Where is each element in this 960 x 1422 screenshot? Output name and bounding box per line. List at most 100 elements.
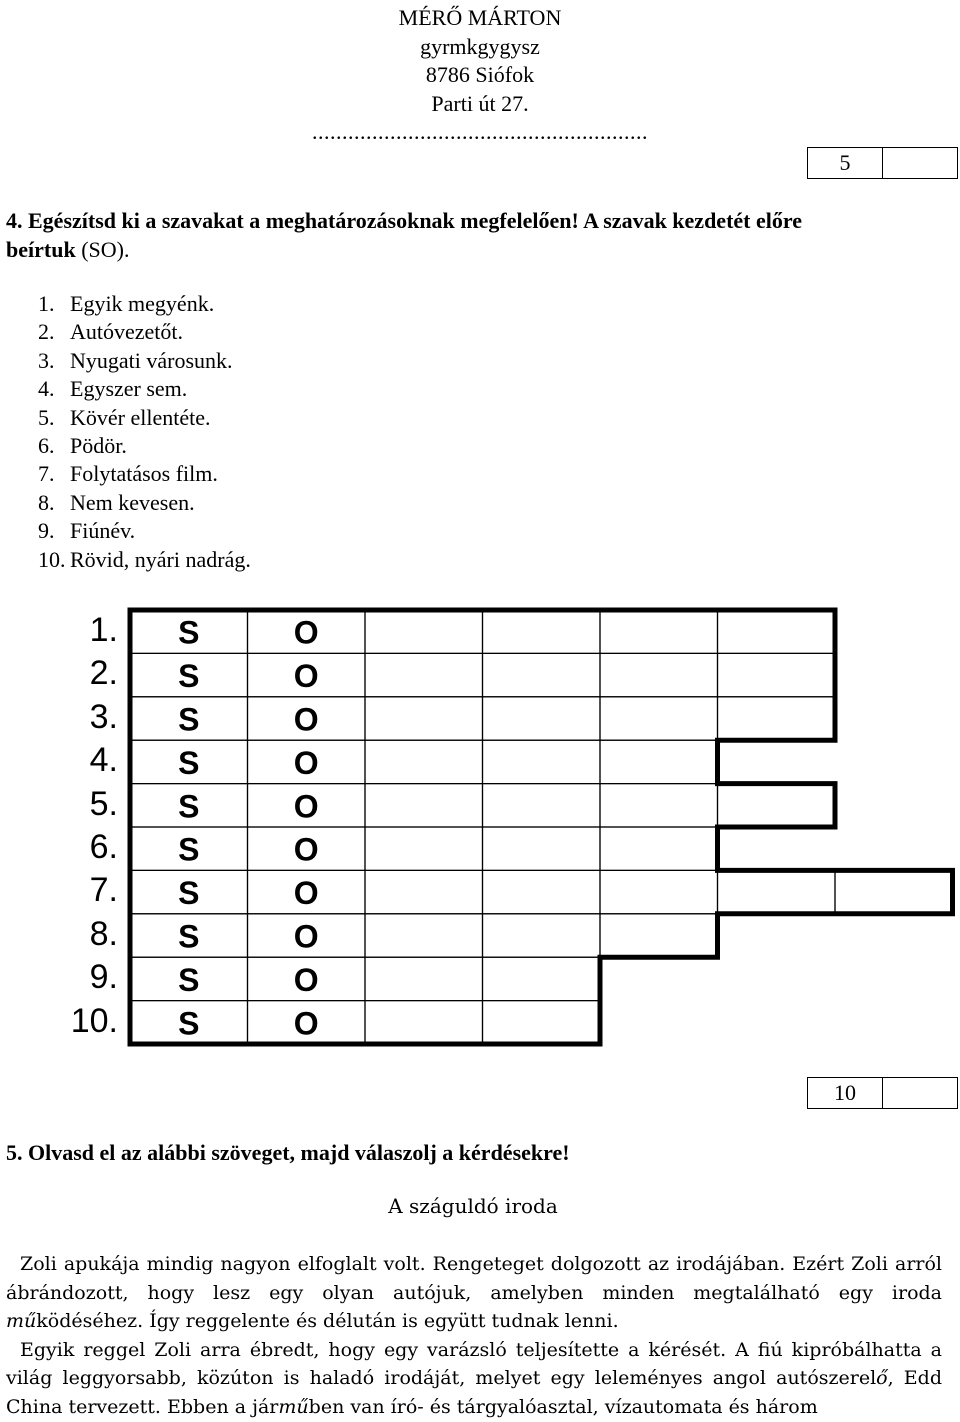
school-name: gyrmkgygysz [420,33,540,59]
street-line: Parti út 27. [431,90,529,116]
task4-title-line1: 4. Egészítsd ki a szavakat a meghatározá… [6,208,802,233]
clue-text: Rövid, nyári nadrág. [70,546,251,572]
crossword-cell[interactable] [599,696,719,741]
crossword-cell[interactable] [716,782,836,828]
clue-number: 8. [38,489,55,515]
crossword-letter-s: S [178,962,199,998]
story-p2-text-a: Egyik reggel Zoli arra ébredt, hogy egy … [6,1338,942,1390]
crossword-cell[interactable] [481,652,601,698]
crossword-cell[interactable] [364,609,484,655]
clue-item: 9.Fiúnév. [38,517,251,545]
story-p1-text-a: Zoli apukája mindig nagyon elfoglalt vol… [6,1253,942,1304]
clue-text: Kövér ellentéte. [70,404,211,430]
clue-item: 5. Kövér ellentéte. [38,404,251,432]
crossword-cell[interactable] [364,782,484,828]
crossword-cell[interactable] [481,826,601,872]
crossword-letter-s: S [178,658,199,694]
clue-text: Nem kevesen. [70,489,195,515]
clue-item: 3. Nyugati városunk. [38,347,251,375]
crossword-cell[interactable] [364,869,484,915]
clue-item: 8. Nem kevesen. [38,489,251,517]
crossword-cell[interactable] [716,696,836,741]
clue-text: Egyszer sem. [70,376,188,402]
crossword-cell[interactable] [481,956,601,1002]
score-box-task5: 10 [807,1077,958,1109]
crossword-row-number: 5. [89,784,118,823]
crossword-row-number: 8. [89,914,118,953]
crossword-cell[interactable] [716,869,836,915]
author-name: MÉRŐ MÁRTON [398,5,562,30]
crossword-letter-o: O [294,919,319,955]
clue-number: 3. [38,347,55,373]
crossword-cell[interactable] [481,782,601,828]
task4-title-pre: beírtuk [6,237,82,262]
clue-item: 10.Rövid, nyári nadrág. [38,546,251,574]
crossword-letter-s: S [178,788,199,824]
crossword-cell[interactable] [599,782,719,828]
score-box-task4: 5 [807,147,958,179]
crossword-letter-s: S [178,615,199,651]
crossword-cell[interactable] [599,609,719,655]
crossword-letter-o: O [294,1005,319,1041]
max-points: 10 [808,1078,883,1108]
crossword-letter-s: S [178,1005,199,1041]
crossword-row-number: 2. [89,654,118,693]
crossword-cell[interactable] [481,696,601,741]
crossword-cell[interactable] [599,869,719,915]
crossword-cell[interactable] [834,869,954,915]
crossword-row-number: 7. [89,871,118,910]
clue-number: 7. [38,461,55,487]
clue-number: 1. [38,291,55,316]
clue-number: 2. [38,319,55,345]
max-points: 5 [808,148,883,178]
crossword-outline [127,607,955,1047]
crossword-cell[interactable] [481,913,601,958]
clue-list: 1. Egyik megyénk.2.Autóvezetőt.3. Nyugati … [38,290,251,574]
crossword-letter-s: S [178,745,199,781]
task4-title-paren: (SO). [81,237,130,262]
crossword-cell[interactable] [599,913,719,958]
crossword-cell[interactable] [481,609,601,655]
crossword-row-number: 3. [89,697,118,736]
crossword-letter-o: O [294,658,319,694]
crossword-cell[interactable] [481,869,601,915]
crossword-letter-o: O [294,788,319,824]
story-paragraph-1: Zoli apukája mindig nagyon elfoglalt vol… [6,1250,942,1336]
crossword-cell[interactable] [599,826,719,872]
crossword-row-number: 6. [89,828,118,866]
clue-item: 2.Autóvezetőt. [38,318,251,346]
city-line: 8786 Siófok [425,62,535,87]
crossword-cell[interactable] [716,652,836,698]
story-text: Zoli apukája mindig nagyon elfoglalt vol… [6,1250,942,1422]
crossword-letter-s: S [178,702,199,738]
crossword-cell[interactable] [364,956,484,1002]
crossword-row-number: 1. [89,611,118,649]
points-field[interactable] [883,1078,957,1108]
crossword-cell[interactable] [364,999,484,1045]
task4-instruction: 4. Egészítsd ki a szavakat a meghatározá… [6,206,956,264]
crossword-cell[interactable] [481,999,601,1045]
clue-number: 5. [38,404,55,430]
task5-instruction: 5. Olvasd el az alábbi szöveget, majd vá… [6,1140,570,1165]
clue-item: 6.Pödör. [38,432,251,460]
crossword-letter-o: O [294,702,319,738]
crossword-cell[interactable] [364,826,484,872]
clue-item: 4.Egyszer sem. [38,375,251,403]
crossword-cell[interactable] [364,913,484,958]
crossword-letter-s: S [178,875,199,911]
clue-text: Nyugati városunk. [70,347,233,373]
crossword-cell[interactable] [599,739,719,785]
signature-dots: ........................................… [312,119,648,144]
crossword-cell[interactable] [481,739,601,785]
crossword-cell[interactable] [364,739,484,785]
story-p2-text-c: ben van író- és tárgyalóasztal, vízautom… [308,1395,818,1418]
crossword-cell[interactable] [599,652,719,698]
clue-text: Egyik megyénk. [70,291,215,316]
crossword-cell[interactable] [364,696,484,741]
crossword-cell[interactable] [716,609,836,655]
crossword-letter-s: S [178,919,199,955]
crossword-letter-o: O [294,875,319,911]
crossword-row-number: 9. [89,958,118,997]
crossword-cell[interactable] [364,652,484,698]
